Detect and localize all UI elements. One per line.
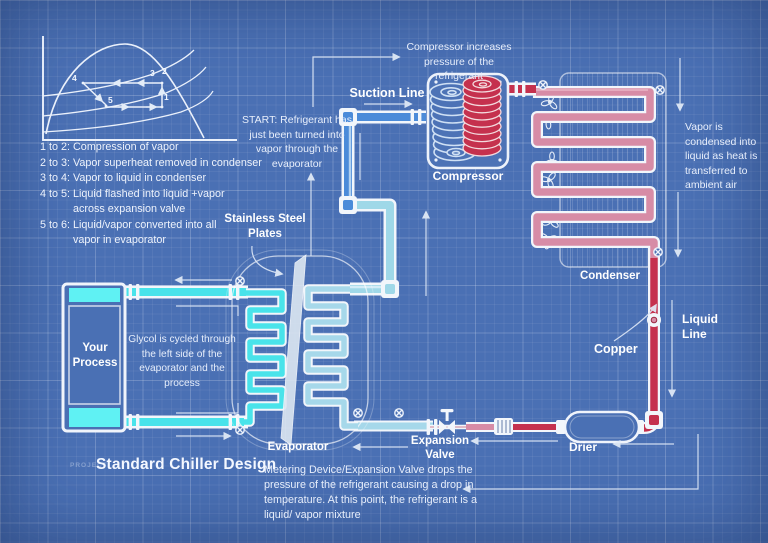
leader-lines (174, 52, 699, 494)
evaporator-label: Evaporator (267, 441, 329, 453)
expansion-valve-icon (439, 409, 455, 434)
suction-line-label: Suction Line (349, 86, 425, 100)
page-title: Standard Chiller Design (96, 456, 277, 473)
copper-label: Copper (594, 342, 638, 356)
cycle-step: 1 to 2: Compression of vapor (40, 141, 179, 153)
glycol-note: Glycol is cycled through the left side o… (128, 334, 236, 389)
refrigerant-coil (303, 284, 358, 431)
graph-point-5: 5 (108, 95, 113, 105)
project-field-label: PROJECT (70, 462, 108, 469)
stainless-plate-icon (280, 254, 307, 446)
metering-note: Metering Device/Expansion Valve drops th… (264, 464, 478, 521)
stainless-plates-label: Stainless Steel Plates (224, 213, 306, 240)
liquid-line-label: Liquid Line (682, 312, 718, 341)
liquid-line-pipe (634, 258, 663, 434)
expansion-valve-label: Expansion Valve (410, 435, 470, 461)
graph-point-1: 1 (164, 92, 169, 102)
cycle-step: 3 to 4: Vapor to liquid in condenser (40, 172, 207, 184)
cycle-step-cont: vapor in evaporator (73, 234, 167, 246)
condenser-coil (531, 86, 660, 262)
drier-body (556, 410, 644, 444)
cycle-step: 5 to 6: Liquid/vapor converted into all (40, 218, 217, 231)
cycle-step: 4 to 5: Liquid flashed into liquid +vapo… (40, 187, 225, 200)
suction-line-pipe (339, 108, 426, 298)
process-box (61, 282, 248, 433)
compressor-scroll-hot-icon (462, 75, 502, 157)
graph-point-2: 2 (162, 66, 167, 76)
compressor-body (426, 72, 510, 170)
sight-glass-fitting-icon (494, 418, 513, 435)
discharge-pipe (505, 81, 536, 97)
cycle-step-list: 1 to 2: Compression of vapor 2 to 3: Vap… (40, 140, 262, 249)
ph-chart (42, 36, 237, 141)
drier-label: Drier (568, 440, 597, 454)
start-note: START: Refrigerant has just been turned … (242, 114, 352, 170)
compressor-note: Compressor increases pressure of the ref… (406, 41, 512, 82)
evaporator-body (225, 249, 375, 451)
condenser-label: Condenser (579, 270, 641, 282)
compressor-label: Compressor (432, 169, 504, 183)
cycle-step: 2 to 3: Vapor superheat removed in conde… (40, 156, 262, 169)
expansion-feed-line (354, 409, 570, 435)
graph-point-4: 4 (72, 73, 77, 83)
graph-point-3: 3 (150, 68, 155, 78)
your-process-label: Your Process (72, 342, 118, 369)
cycle-step-cont: across expansion valve (73, 203, 186, 215)
vapor-note: Vapor is condensed into liquid as heat i… (685, 121, 758, 191)
